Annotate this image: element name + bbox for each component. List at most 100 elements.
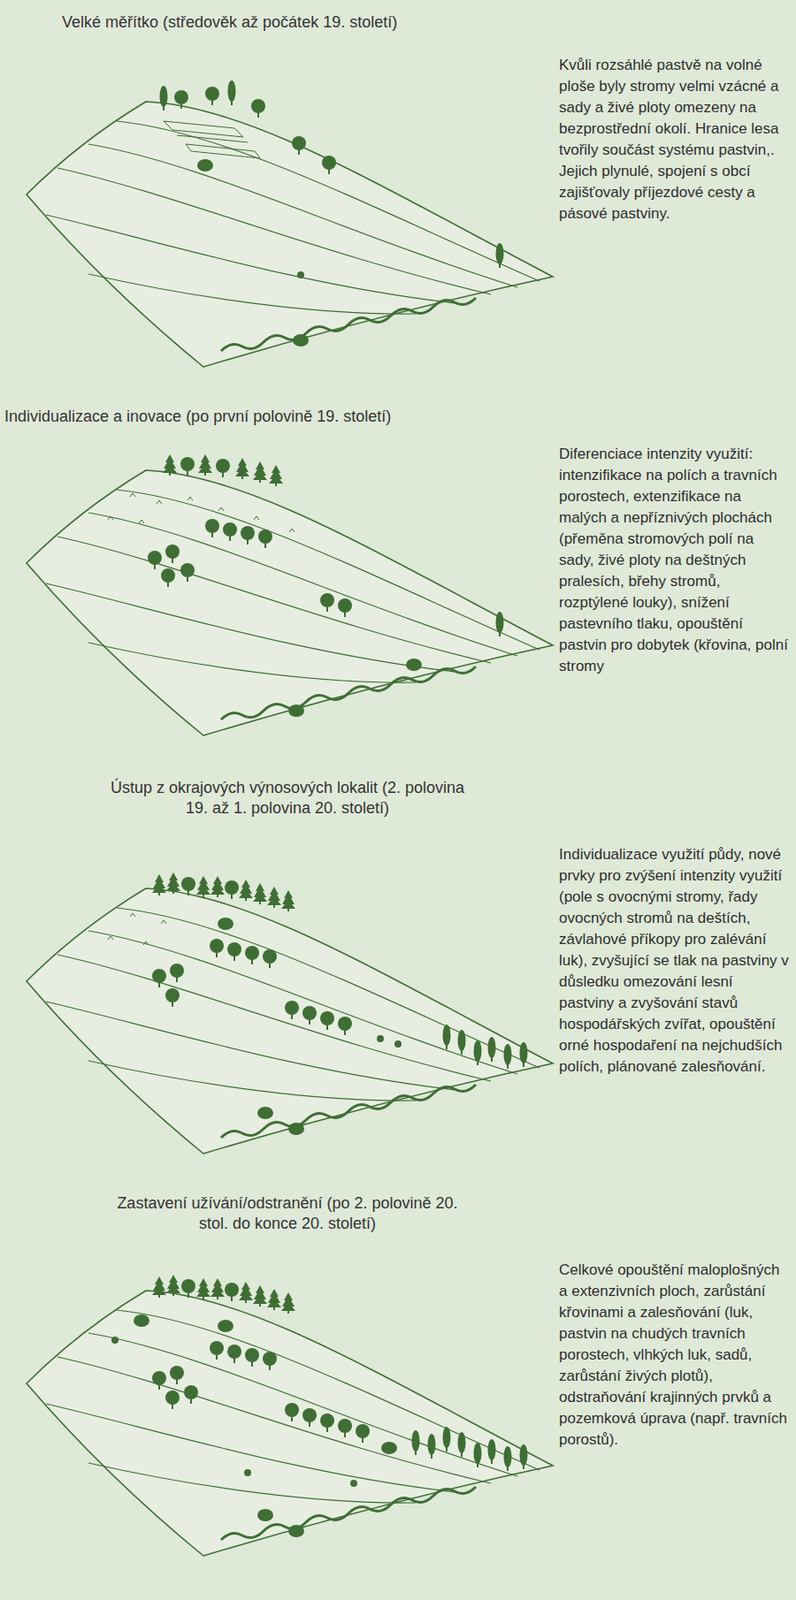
- deciduous-tree: [160, 568, 176, 588]
- conifer-tree: [281, 1293, 296, 1315]
- meadow-mark: [130, 493, 136, 498]
- deciduous-tree: [321, 155, 337, 175]
- poplar-tree: [228, 80, 237, 106]
- deciduous-tree: [227, 942, 242, 962]
- conifer-tree: [281, 890, 296, 912]
- deciduous-tree: [320, 1011, 335, 1031]
- small-bush: [376, 1035, 384, 1043]
- shrub: [405, 658, 422, 672]
- poplar-tree: [412, 1431, 421, 1456]
- landscape-plane: [26, 1291, 553, 1557]
- landscape-illustration: [0, 435, 567, 754]
- poplar-tree: [458, 1030, 467, 1056]
- deciduous-tree: [337, 1017, 353, 1036]
- shrub: [257, 1509, 274, 1523]
- poplar-tree: [488, 1439, 497, 1465]
- meadow-mark: [156, 500, 162, 505]
- deciduous-tree: [224, 880, 239, 900]
- stage-description: Celkové opouštění maloplošných a extenzi…: [558, 1260, 791, 1452]
- conifer-tree: [210, 876, 225, 898]
- conifer-tree: [166, 872, 181, 895]
- deciduous-tree: [284, 1001, 299, 1020]
- conifer-tree: [252, 883, 268, 905]
- poplar-tree: [474, 1443, 483, 1469]
- deciduous-tree: [240, 526, 255, 545]
- poplar-tree: [520, 1042, 529, 1068]
- deciduous-tree: [251, 99, 266, 118]
- landscape-illustration: [0, 1255, 567, 1575]
- shrub: [197, 159, 214, 172]
- conifer-tree: [166, 1275, 181, 1297]
- poplar-tree: [160, 85, 169, 111]
- deciduous-tree: [205, 86, 220, 106]
- conifer-tree: [196, 1278, 211, 1301]
- shrub: [217, 1320, 234, 1333]
- deciduous-tree: [180, 563, 195, 582]
- deciduous-tree: [302, 1006, 317, 1026]
- deciduous-tree: [302, 1408, 317, 1428]
- deciduous-tree: [181, 877, 196, 896]
- poplar-tree: [520, 1445, 529, 1470]
- deciduous-tree: [262, 1352, 277, 1371]
- deciduous-tree: [284, 1403, 299, 1423]
- meadow-mark: [107, 516, 114, 521]
- deciduous-tree: [169, 964, 184, 983]
- meadow-mark: [130, 913, 136, 918]
- deciduous-tree: [165, 544, 180, 564]
- deciduous-tree: [337, 598, 353, 618]
- shrub: [292, 334, 309, 347]
- poplar-tree: [488, 1037, 497, 1063]
- shrub: [381, 1442, 398, 1455]
- meadow-mark: [143, 941, 149, 946]
- deciduous-tree: [181, 1279, 196, 1299]
- shrub: [288, 1123, 305, 1136]
- landscape-plane: [26, 470, 553, 736]
- conifer-tree: [238, 880, 253, 902]
- landscape-illustration: [0, 66, 567, 385]
- landscape-plane: [26, 101, 553, 368]
- poplar-tree: [428, 1434, 437, 1460]
- deciduous-tree: [169, 1366, 184, 1386]
- deciduous-tree: [291, 136, 307, 155]
- conifer-tree: [252, 1285, 268, 1308]
- deciduous-tree: [152, 1371, 167, 1391]
- deciduous-tree: [355, 1424, 370, 1444]
- deciduous-tree: [165, 988, 180, 1008]
- poplar-tree: [504, 1044, 513, 1070]
- small-bush: [350, 1480, 358, 1488]
- conifer-tree: [152, 1277, 167, 1299]
- conifer-tree: [210, 1278, 225, 1301]
- deciduous-tree: [258, 529, 273, 549]
- shrub: [217, 918, 234, 931]
- small-bush: [394, 1040, 402, 1049]
- deciduous-tree: [222, 522, 238, 542]
- shrub: [288, 704, 305, 718]
- conifer-tree: [235, 458, 250, 480]
- deciduous-tree: [320, 1414, 335, 1433]
- small-bush: [297, 271, 305, 279]
- poplar-tree: [458, 1432, 467, 1458]
- landscape-plane: [26, 888, 553, 1155]
- conifer-tree: [268, 465, 284, 487]
- conifer-tree: [198, 454, 213, 476]
- small-bush: [244, 1469, 252, 1478]
- landscape-illustration: [0, 853, 567, 1172]
- poplar-tree: [496, 612, 505, 637]
- deciduous-tree: [205, 519, 220, 538]
- deciduous-tree: [224, 1283, 239, 1302]
- meadow-mark: [160, 920, 167, 925]
- poplar-tree: [504, 1446, 513, 1472]
- field-parcels: [163, 121, 261, 159]
- conifer-tree: [267, 1289, 282, 1311]
- conifer-tree: [162, 454, 177, 476]
- deciduous-tree: [152, 969, 167, 988]
- conifer-tree: [152, 874, 167, 896]
- stage-description: Individualizace využití půdy, nové prvky…: [558, 844, 791, 1079]
- meadow-mark: [138, 520, 145, 524]
- meadow-mark: [253, 516, 260, 521]
- deciduous-tree: [215, 459, 230, 478]
- conifer-tree: [196, 876, 211, 898]
- poplar-tree: [443, 1427, 452, 1453]
- meadow-mark: [218, 507, 224, 512]
- stage-description: Diferenciace intenzity využití: intenzif…: [558, 443, 791, 678]
